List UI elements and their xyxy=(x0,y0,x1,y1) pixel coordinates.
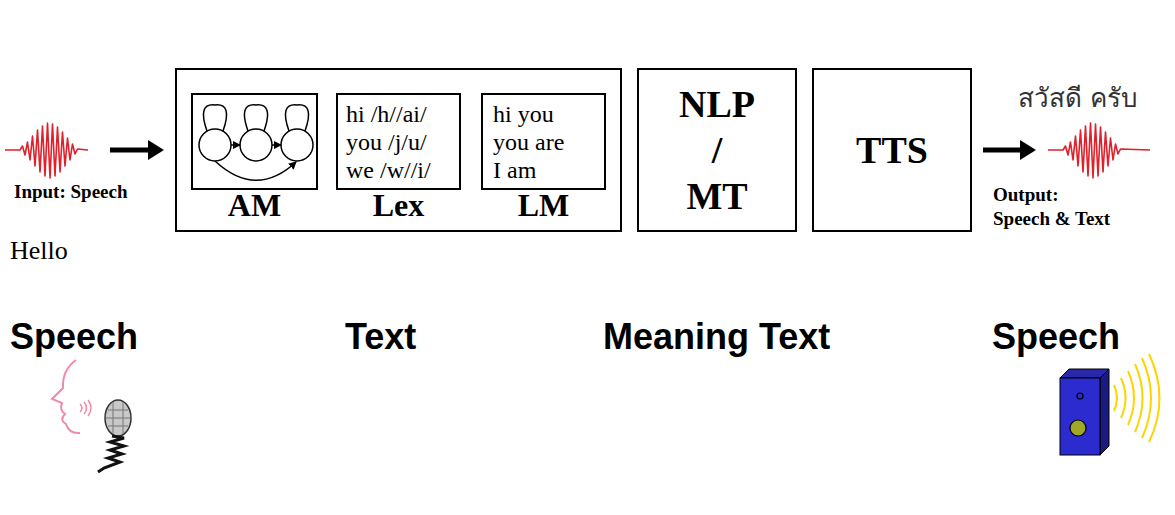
component-label: Lex xyxy=(338,189,459,221)
stage-label: Speech xyxy=(10,316,138,358)
speaker-tweeter xyxy=(1077,393,1083,399)
node-text: you are xyxy=(493,128,594,156)
hmm-state xyxy=(281,129,313,161)
output-label: Output:Speech & Text xyxy=(993,183,1110,231)
node-text: NLP/MT xyxy=(679,81,755,219)
transition-arrow xyxy=(231,144,240,146)
input-waveform xyxy=(5,123,88,178)
text-line: Speech & Text xyxy=(993,207,1110,231)
speaker-woofer xyxy=(1070,420,1086,436)
component-label: AM xyxy=(193,189,316,221)
sound-lines xyxy=(80,400,91,416)
node-body xyxy=(193,95,316,188)
self-loop xyxy=(203,105,226,131)
output-arrow xyxy=(983,148,1022,153)
self-loop xyxy=(244,105,267,131)
node-text: hi you xyxy=(493,100,594,128)
input-arrow xyxy=(110,148,150,153)
pipeline-group: AMhi /h//ai/you /j/u/we /w//i/Lexhi youy… xyxy=(175,68,622,232)
hmm-states xyxy=(193,95,316,188)
input-label: Input: Speech xyxy=(14,181,128,203)
language-model-box: hi youyou areI amLM xyxy=(481,93,606,190)
output-thai-text: สวัสดี ครับ xyxy=(1018,82,1138,114)
nlp-mt-box: NLP/MT xyxy=(637,68,797,232)
self-loop xyxy=(285,105,308,131)
node-text: TTS xyxy=(856,127,928,173)
lexicon-box: hi /h//ai/you /j/u/we /w//i/Lex xyxy=(336,93,461,190)
face-profile xyxy=(52,360,80,433)
microphone-texture xyxy=(106,402,130,434)
text-line: MT xyxy=(679,173,755,219)
microphone-stand xyxy=(98,436,124,472)
node-body: NLP/MT xyxy=(639,70,795,230)
acoustic-model-box: AM xyxy=(191,93,318,190)
speaker-side xyxy=(1100,369,1109,455)
node-body: hi /h//ai/you /j/u/we /w//i/ xyxy=(338,95,459,188)
hmm-state xyxy=(240,129,272,161)
output-waveform xyxy=(1048,123,1150,178)
stage-label: Text xyxy=(345,316,416,358)
node-text: you /j/u/ xyxy=(346,128,451,156)
microphone-head xyxy=(105,400,131,436)
node-body: hi youyou areI am xyxy=(483,95,604,188)
text-line: Output: xyxy=(993,183,1110,207)
sound-waves xyxy=(1114,354,1160,442)
input-text: Hello xyxy=(10,236,68,266)
node-text: hi /h//ai/ xyxy=(346,100,451,128)
component-label: LM xyxy=(483,189,604,221)
arrow-head xyxy=(1020,140,1036,160)
hmm-state xyxy=(199,129,231,161)
arrow-head xyxy=(148,140,164,160)
transition-arrow xyxy=(272,144,281,146)
node-text: I am xyxy=(493,156,594,184)
text-line: NLP xyxy=(679,81,755,127)
node-text: we /w//i/ xyxy=(346,156,451,184)
node-body: TTS xyxy=(814,70,970,230)
speaker-box xyxy=(1060,378,1100,455)
stage-label: Speech xyxy=(992,316,1120,358)
text-line: / xyxy=(679,127,755,173)
tts-box: TTS xyxy=(812,68,972,232)
stage-label: Meaning Text xyxy=(603,316,830,358)
skip-transition xyxy=(215,161,296,180)
